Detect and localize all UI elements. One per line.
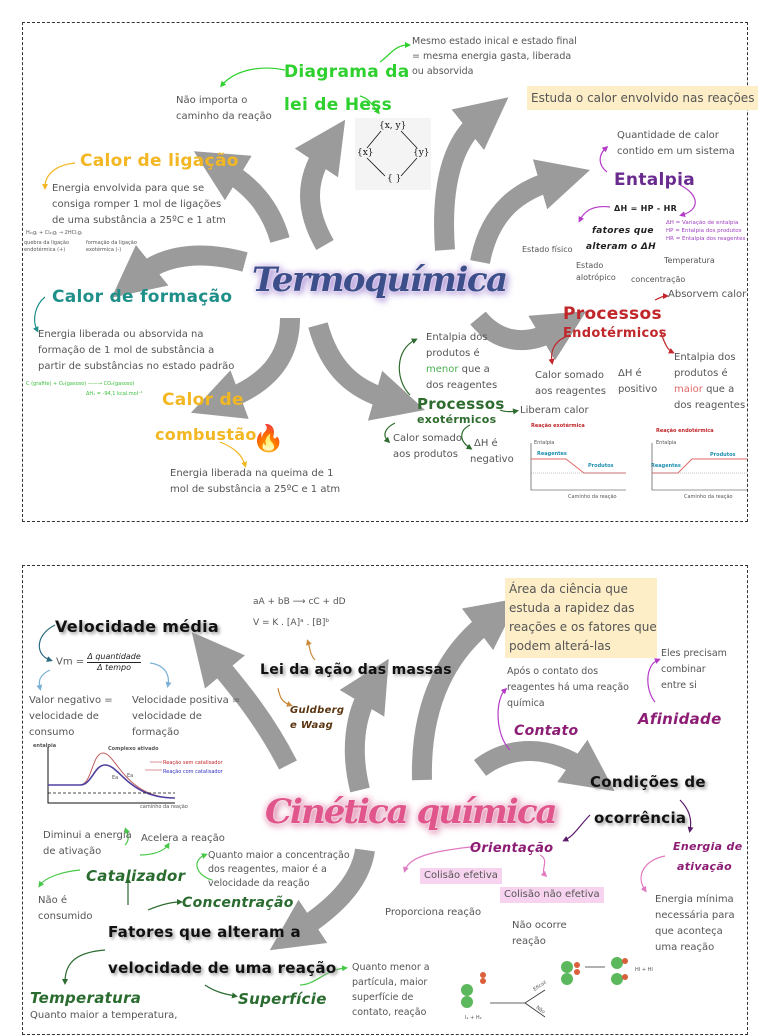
hess-diagram: {x, y} {x} {y} { }: [355, 118, 431, 190]
termoquimica-title: Termoquímica: [252, 260, 508, 300]
fator-temperatura: Temperatura: [664, 256, 715, 265]
hess-title-line2: lei de Hess: [284, 95, 393, 115]
catalyst-energy-chart: entalpia Complexo ativado Reação sem cat…: [33, 743, 223, 810]
combustao-title-line1: Calor de: [162, 390, 244, 410]
ligacao-eq-note-left: quebra da ligação endotérmica (+): [24, 240, 70, 253]
fire-icon: 🔥: [252, 424, 285, 454]
colisao-efetiva: Colisão efetiva: [420, 868, 502, 884]
velocidade-title: Velocidade média: [55, 617, 219, 636]
afinidade-title: Afinidade: [638, 710, 722, 728]
hess-title-line1: Diagrama da: [284, 62, 410, 82]
formacao-dh: ΔH₁ = -94,1 kcal.mol⁻¹: [86, 391, 143, 397]
combustao-title-line2: combustão: [155, 425, 257, 444]
cinetica-title: Cinética química: [265, 792, 558, 832]
orientacao-title: Orientação: [470, 841, 554, 856]
entalpia-title: Entalpia: [614, 170, 696, 190]
colisao-nao-efetiva: Colisão não efetiva: [500, 887, 604, 903]
collision-diagram: I₂ + H₂ HI + HI Eficaz Não: [455, 955, 695, 1024]
ligacao-title: Calor de ligação: [80, 151, 239, 171]
catalizador-title: Catalizador: [86, 867, 186, 885]
contato-title: Contato: [514, 723, 579, 739]
colisao-efetiva-desc: Proporciona reação: [385, 907, 482, 918]
fator-estado-fisico: Estado físico: [522, 245, 573, 254]
massas-title: Lei da ação das massas: [260, 662, 452, 678]
massas-equation: aA + bB ⟶ cC + dD: [253, 597, 346, 607]
termoquimica-definition: Estuda o calor envolvido nas reações: [527, 86, 759, 110]
catalizador-desc-2: Acelera a reação: [141, 833, 225, 844]
concentracao-title: Concentração: [182, 895, 294, 911]
fator-concentracao: concentração: [631, 275, 686, 284]
endo-absorvem: Absorvem calor: [668, 289, 747, 300]
exo-liberam: Liberam calor: [520, 405, 589, 416]
superficie-title: Superfície: [238, 990, 327, 1008]
ligacao-equation: H₂₍g₎ + Cl₂₍g₎ → 2HCl₍g₎: [26, 230, 83, 236]
massas-law: V = K . [A]ᵃ . [B]ᵇ: [253, 618, 330, 628]
exo-chart: Reação exotérmica Entalpia Reagentes Pro…: [526, 423, 646, 503]
hess-note-right: Mesmo estado inical e estado final= mesm…: [412, 36, 577, 77]
ligacao-eq-note-right: formação da ligação exotérmica (-): [86, 240, 137, 253]
temperatura-desc: Quanto maior a temperatura,: [30, 1010, 178, 1021]
formacao-title: Calor de formação: [52, 287, 233, 307]
entalpia-formula: ΔH = HP - HR: [614, 204, 678, 213]
temperatura-title: Temperatura: [30, 989, 142, 1007]
endo-chart: Reação endotérmica Entalpia Produtos Rea…: [650, 423, 750, 503]
formacao-equation: C (grafite) + O₂(gasoso) ——→ CO₂(gasoso): [26, 381, 135, 387]
